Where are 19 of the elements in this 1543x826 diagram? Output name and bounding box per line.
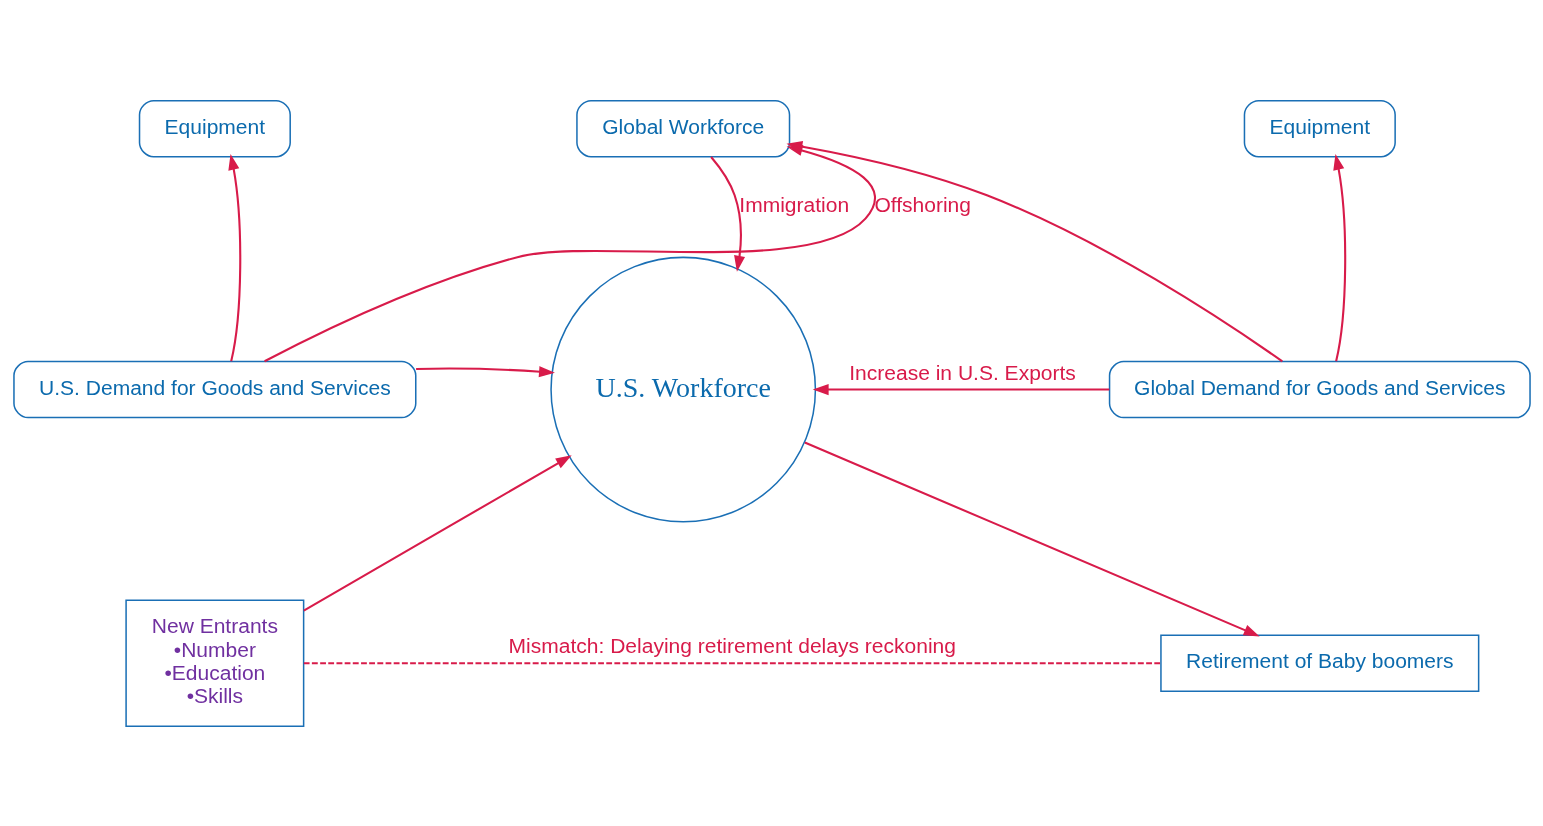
arrow [803,441,1260,636]
arrow [1332,153,1346,361]
node-box: New Entrants •Number •Education •Skills [124,598,304,727]
arrow [227,153,241,361]
node-box: Global Workforce [575,99,790,157]
arrow [302,454,572,611]
edge-label: Mismatch: Delaying retirement delays reckoning [508,633,956,657]
node-box: Equipment [1243,99,1396,157]
arrow [709,155,745,272]
node-box: U.S. Demand for Goods and Services [12,360,416,418]
node-box: Equipment [138,99,291,157]
edge-label: Offshoring [873,192,971,216]
node-box: Retirement of Baby boomers [1159,633,1479,692]
connector [303,661,1161,664]
node-box: Global Demand for Goods and Services [1108,360,1531,418]
arrow [812,383,1109,395]
edge-label: Immigration [738,192,849,216]
arrow [415,365,555,377]
edge-label: Increase in U.S. Exports [848,360,1076,384]
